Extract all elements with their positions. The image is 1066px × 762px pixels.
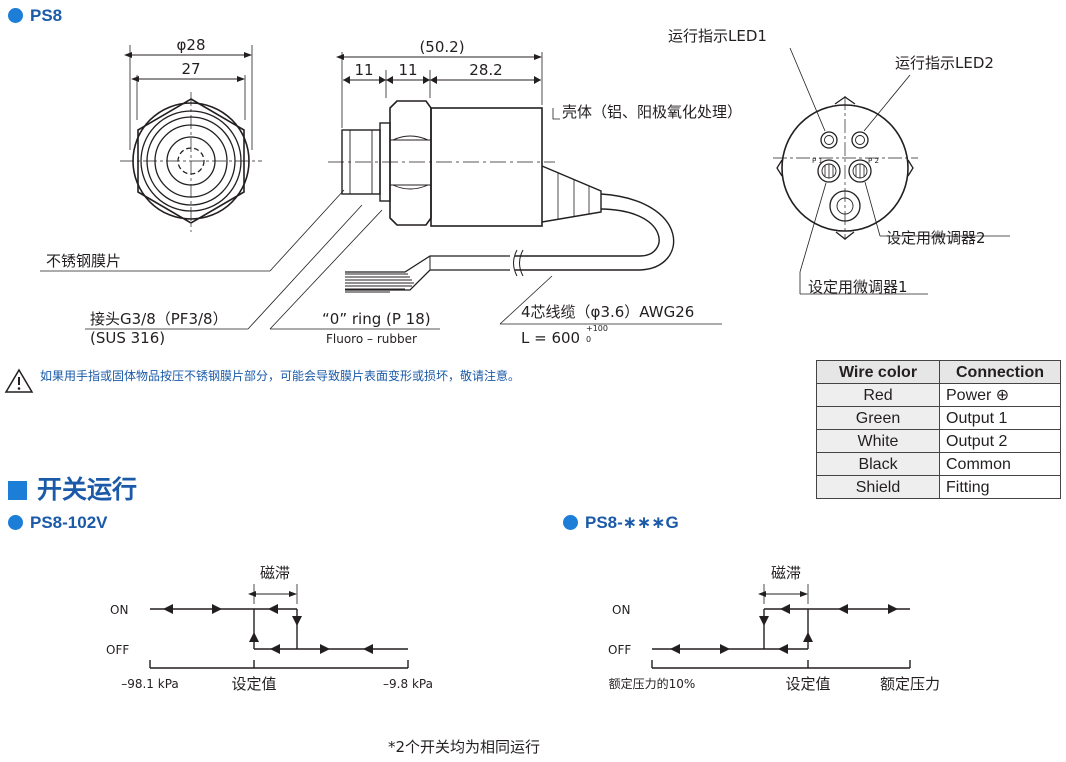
hysteresis-label-102v: 磁滞 xyxy=(260,564,290,582)
x-mid-label-102v: 设定值 xyxy=(231,675,276,693)
warning-icon xyxy=(4,368,34,397)
cable-label: 4芯线缆（φ3.6）AWG26 xyxy=(521,303,694,321)
connection-cell: Fitting xyxy=(939,475,1061,499)
connector-material-label: (SUS 316) xyxy=(90,329,165,347)
connection-cell: Output 2 xyxy=(939,429,1061,453)
rear-view xyxy=(773,47,1010,295)
connector-label: 接头G3/8（PF3/8） xyxy=(90,310,228,328)
connection-cell: Common xyxy=(939,452,1061,476)
dim-total-length: (50.2) xyxy=(419,38,464,56)
cable-tolerance-lower: 0 xyxy=(586,335,591,344)
x-right-label-102v: –9.8 kPa xyxy=(383,677,433,691)
caution-note: 如果用手指或固体物品按压不锈钢膜片部分，可能会导致膜片表面变形或损坏，敬请注意。 xyxy=(4,368,520,397)
on-label-102v: ON xyxy=(110,603,128,617)
dim-body-length: 28.2 xyxy=(469,61,502,79)
bullet-dot-icon xyxy=(563,515,578,530)
led2-label: 运行指示LED2 xyxy=(895,54,994,72)
cable-tolerance-upper: +100 xyxy=(586,324,608,333)
off-label-g: OFF xyxy=(608,643,631,657)
timing-arrows-102v xyxy=(163,604,373,654)
ps8-heading-text: PS8 xyxy=(30,6,63,25)
diaphragm-label: 不锈钢膜片 xyxy=(46,252,121,270)
dim-nut-length: 11 xyxy=(398,61,417,79)
wire-color-cell: Black xyxy=(816,452,940,476)
on-label-g: ON xyxy=(612,603,630,617)
ps8-g-heading-text: PS8-∗∗∗G xyxy=(585,513,679,532)
dim-hex-width: 27 xyxy=(181,60,200,78)
oring-label: “0” ring (P 18) xyxy=(322,310,431,328)
timing-chart-g xyxy=(651,584,911,669)
oring-material-label: Fluoro – rubber xyxy=(326,332,417,346)
bullet-dot-icon xyxy=(8,515,23,530)
square-bullet-icon xyxy=(8,481,27,500)
led1-label: 运行指示LED1 xyxy=(668,27,767,45)
wire-color-cell: Green xyxy=(816,406,940,430)
table-header-row: Wire color Connection xyxy=(816,360,1061,384)
bullet-dot-icon xyxy=(8,8,23,23)
connection-cell: Power ⊕ xyxy=(939,383,1061,407)
ps8-102v-heading: PS8-102V xyxy=(8,513,108,533)
dim-fitting-length: 11 xyxy=(354,61,373,79)
x-left-label-g: 额定压力的10% xyxy=(609,676,696,691)
dim-outer-diameter: φ28 xyxy=(177,36,206,54)
footnote: *2个开关均为相同运行 xyxy=(388,738,541,756)
timing-chart-102v xyxy=(149,584,409,669)
off-label-102v: OFF xyxy=(106,643,129,657)
trimmer2-label: 设定用微调器2 xyxy=(886,229,986,247)
section-heading: 开关运行 xyxy=(8,470,137,506)
header-connection: Connection xyxy=(939,360,1061,384)
x-right-label-g: 额定压力 xyxy=(880,675,940,693)
header-wire-color: Wire color xyxy=(816,360,940,384)
connection-cell: Output 1 xyxy=(939,406,1061,430)
front-view xyxy=(120,45,262,232)
wire-color-cell: Red xyxy=(816,383,940,407)
cable-length-label: L = 600 xyxy=(521,329,580,347)
wire-color-cell: White xyxy=(816,429,940,453)
section-heading-text: 开关运行 xyxy=(37,476,138,504)
ps8-heading: PS8 xyxy=(8,6,62,26)
x-mid-label-g: 设定值 xyxy=(785,675,830,693)
p2-label: P 2 xyxy=(868,157,879,165)
x-left-label-102v: –98.1 kPa xyxy=(121,677,179,691)
side-view xyxy=(40,52,722,330)
p1-label: P 1 xyxy=(812,157,823,165)
trimmer1-label: 设定用微调器1 xyxy=(808,278,908,296)
caution-text: 如果用手指或固体物品按压不锈钢膜片部分，可能会导致膜片表面变形或损坏，敬请注意。 xyxy=(40,369,521,383)
hysteresis-label-g: 磁滞 xyxy=(771,564,801,582)
housing-label: 壳体（铝、阳极氧化处理） xyxy=(562,103,742,121)
ps8-102v-heading-text: PS8-102V xyxy=(30,513,108,532)
timing-arrows-g xyxy=(670,604,898,654)
wire-color-cell: Shield xyxy=(816,475,940,499)
ps8-g-heading: PS8-∗∗∗G xyxy=(563,513,679,533)
